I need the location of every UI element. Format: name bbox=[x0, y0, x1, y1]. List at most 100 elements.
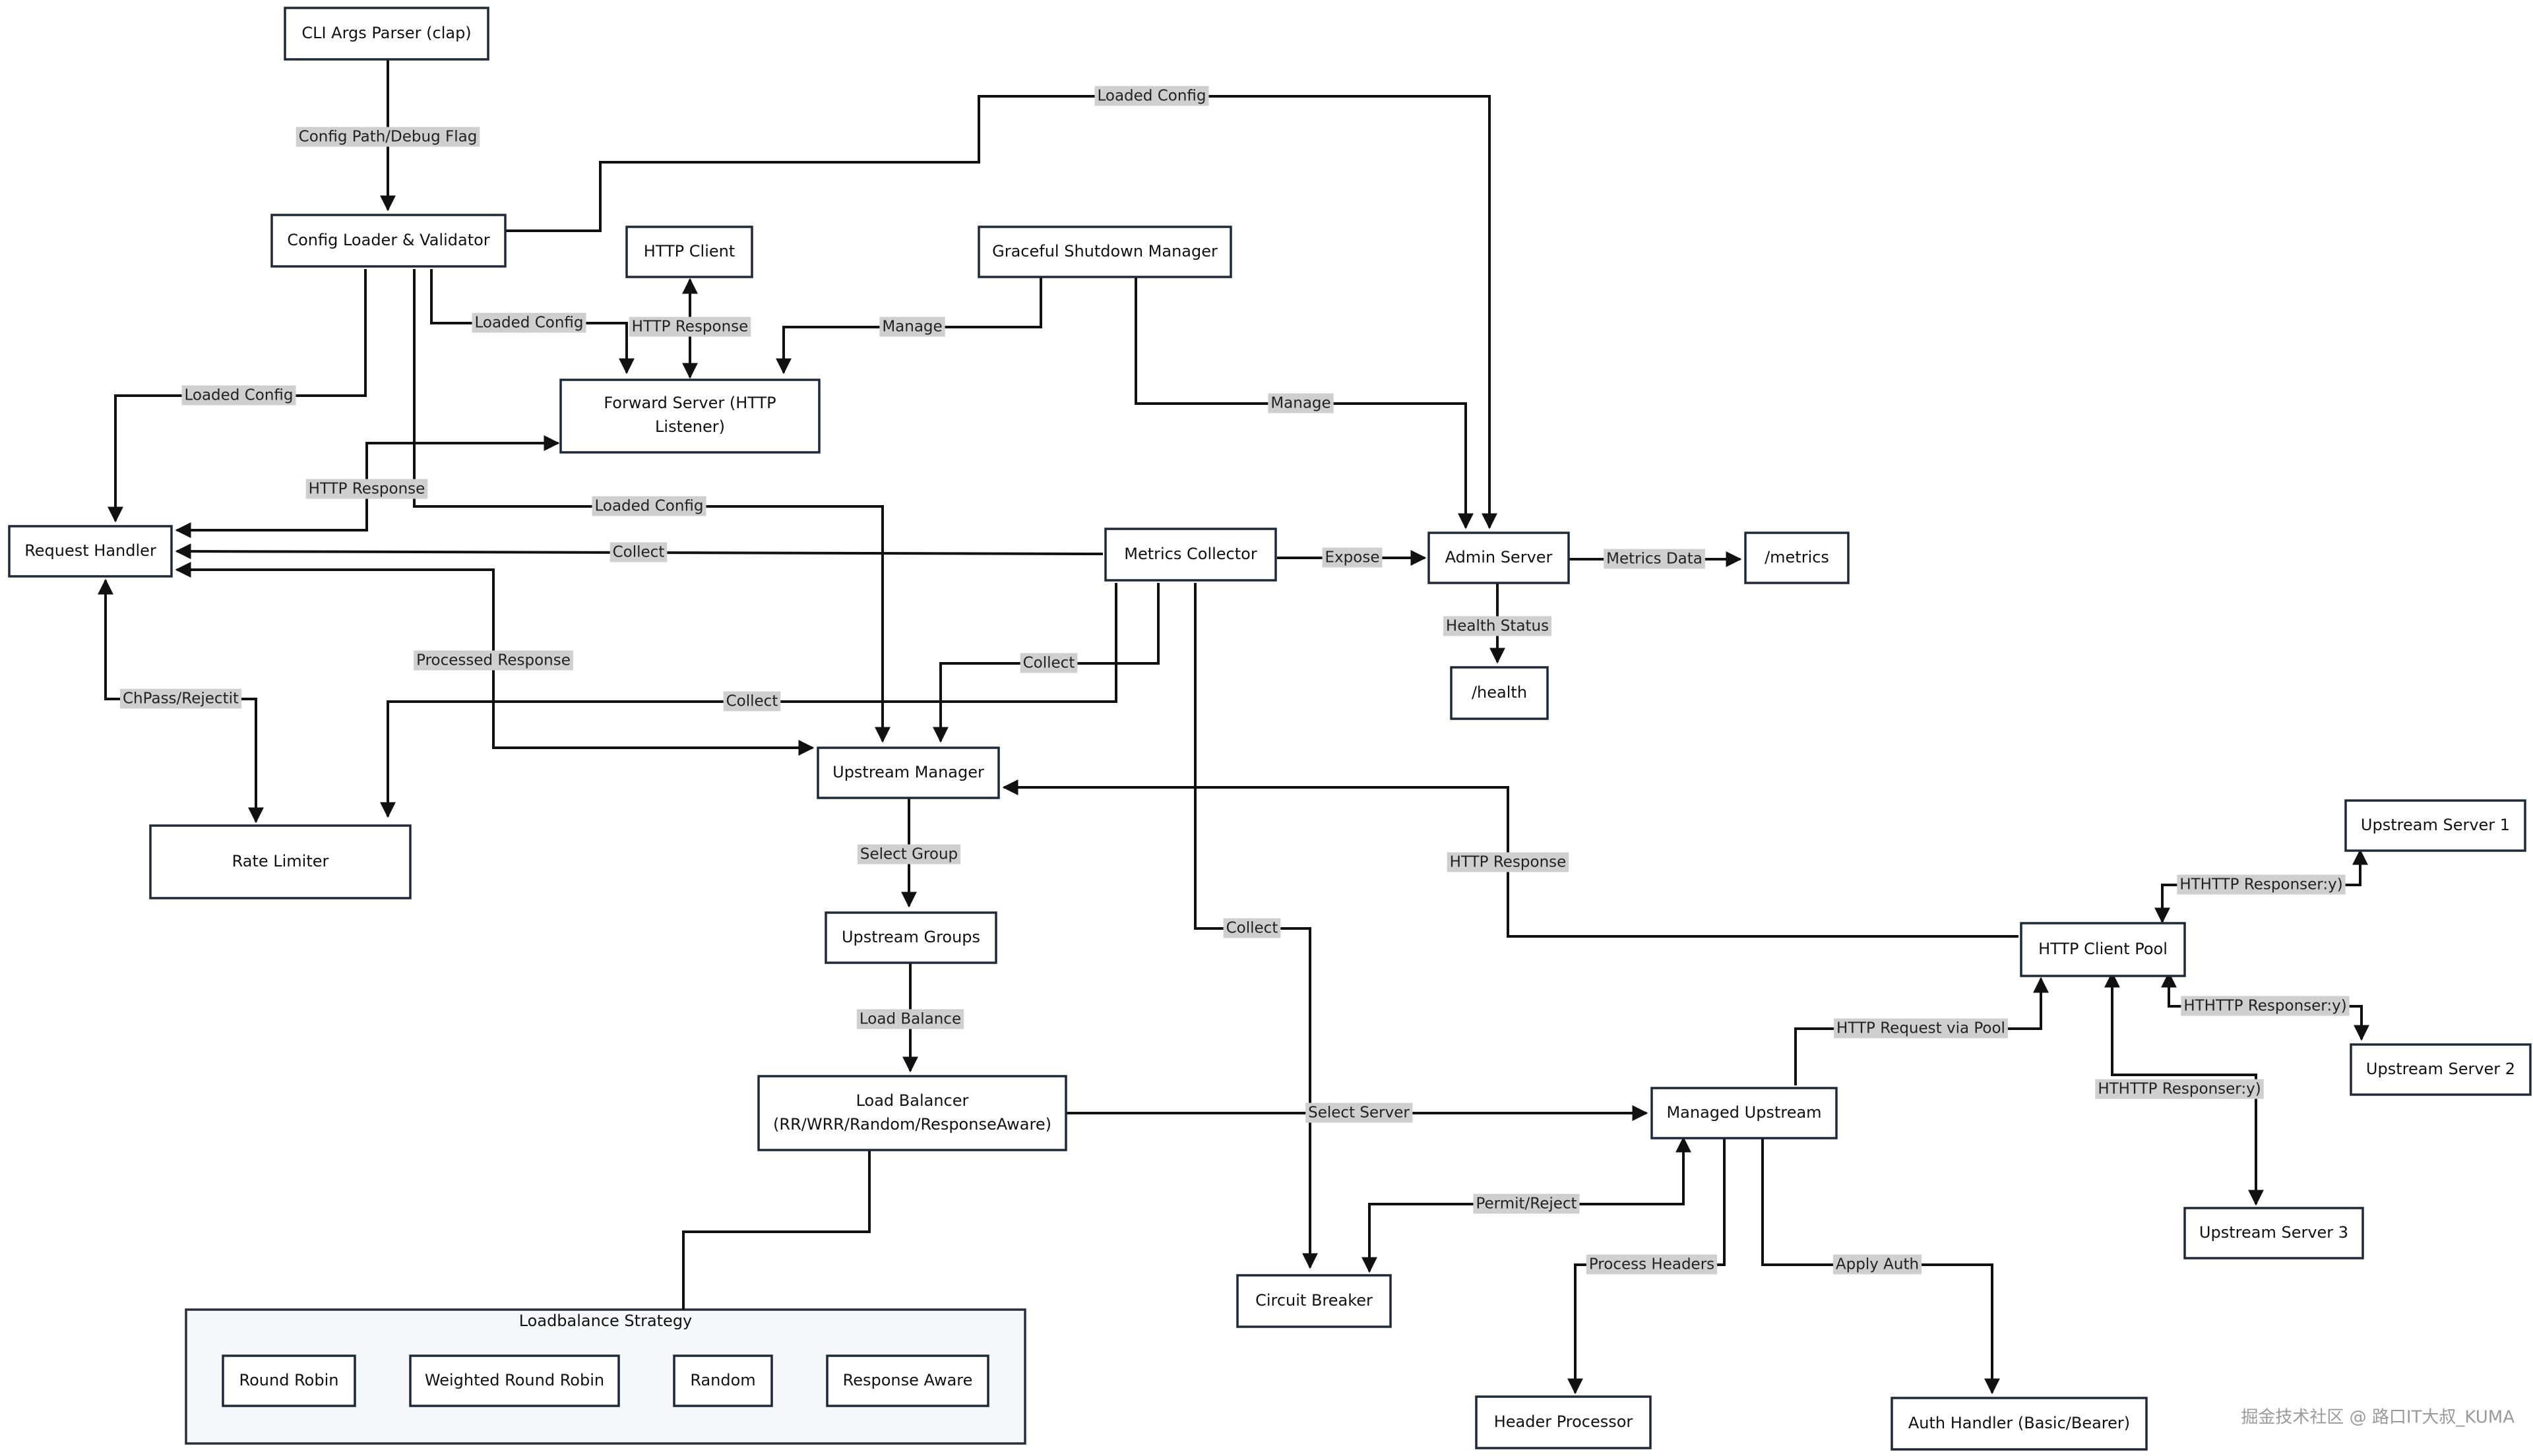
svg-text:Select Group: Select Group bbox=[860, 846, 958, 863]
edge-label-forward-request: HTTP Response bbox=[305, 479, 428, 499]
strategy-round-robin: Round Robin bbox=[222, 1354, 356, 1407]
node-admin-server: Admin Server bbox=[1427, 531, 1570, 584]
node-label: /metrics bbox=[1765, 548, 1829, 566]
svg-text:Expose: Expose bbox=[1325, 549, 1380, 566]
edge-label-shutdown-admin: Manage bbox=[1268, 393, 1334, 413]
svg-text:Collect: Collect bbox=[1226, 920, 1278, 937]
strategy-random: Random bbox=[673, 1354, 773, 1407]
node-upstream-manager: Upstream Manager bbox=[817, 746, 1000, 799]
svg-text:HTHTTP Responser:y): HTHTTP Responser:y) bbox=[2179, 876, 2342, 894]
node-label-line-2: (RR/WRR/Random/ResponseAware) bbox=[773, 1115, 1051, 1134]
cluster-title: Loadbalance Strategy bbox=[519, 1312, 693, 1330]
edge-label-admin-health: Health Status bbox=[1443, 616, 1552, 636]
svg-text:Process Headers: Process Headers bbox=[1589, 1256, 1714, 1273]
edge-label-pool-s2: HTHTTP Responser:y) bbox=[2181, 996, 2350, 1016]
node-http-client-pool: HTTP Client Pool bbox=[2020, 922, 2186, 977]
node-load-balancer: Load Balancer (RR/WRR/Random/ResponseAwa… bbox=[757, 1075, 1067, 1151]
node-forward-server: Forward Server (HTTP Listener) bbox=[559, 379, 821, 454]
node-request-handler: Request Handler bbox=[8, 525, 173, 578]
node-label: /health bbox=[1472, 683, 1527, 702]
svg-text:HTTP Response: HTTP Response bbox=[632, 318, 749, 336]
edge-label-upstream-groups: Select Group bbox=[857, 844, 961, 864]
node-label: Response Aware bbox=[843, 1371, 973, 1389]
node-managed-upstream: Managed Upstream bbox=[1650, 1087, 1838, 1139]
edge-pool-s3 bbox=[2104, 971, 2264, 1206]
node-label: Weighted Round Robin bbox=[425, 1371, 604, 1389]
edge-label-shutdown-forward: Manage bbox=[879, 317, 945, 337]
svg-text:Metrics Data: Metrics Data bbox=[1606, 551, 1703, 568]
svg-text:Health Status: Health Status bbox=[1446, 618, 1549, 635]
edge-label-admin-metrics: Metrics Data bbox=[1604, 549, 1705, 569]
node-label: Upstream Groups bbox=[842, 928, 980, 946]
edge-label-managed-pool: HTTP Request via Pool bbox=[1834, 1018, 2008, 1039]
node-metrics-collector: Metrics Collector bbox=[1104, 528, 1277, 582]
node-label: Metrics Collector bbox=[1124, 545, 1257, 563]
edge-label-request-rate: ChPass/Rejectit bbox=[120, 688, 241, 709]
edge-label-request-upstream: Processed Response bbox=[414, 650, 573, 671]
svg-text:Loaded Config: Loaded Config bbox=[1097, 88, 1206, 105]
node-label: Upstream Server 3 bbox=[2199, 1223, 2348, 1242]
node-label: Admin Server bbox=[1445, 548, 1553, 566]
edge-label-metrics-circuit: Collect bbox=[1223, 918, 1281, 938]
edge-label-config-upstream: Loaded Config bbox=[592, 496, 706, 516]
node-upstream-server-3: Upstream Server 3 bbox=[2183, 1207, 2364, 1259]
node-header-processor: Header Processor bbox=[1475, 1395, 1652, 1449]
edge-label-pool-upstream: HTTP Response bbox=[1447, 852, 1569, 872]
svg-text:Manage: Manage bbox=[882, 318, 942, 336]
svg-text:Collect: Collect bbox=[726, 693, 778, 710]
edge-label-managed-circuit: Permit/Reject bbox=[1473, 1194, 1580, 1214]
node-label: CLI Args Parser (clap) bbox=[301, 24, 471, 42]
node-config-loader: Config Loader & Validator bbox=[270, 214, 507, 268]
node-cli-args-parser: CLI Args Parser (clap) bbox=[284, 7, 489, 61]
node-label: Upstream Server 2 bbox=[2366, 1060, 2515, 1078]
node-label: Upstream Server 1 bbox=[2361, 816, 2510, 834]
svg-text:HTTP Response: HTTP Response bbox=[1450, 854, 1567, 871]
node-label-line-2: Listener) bbox=[655, 417, 725, 436]
svg-text:Apply Auth: Apply Auth bbox=[1836, 1256, 1919, 1273]
svg-text:Load Balance: Load Balance bbox=[860, 1011, 961, 1028]
node-metrics-endpoint: /metrics bbox=[1744, 531, 1850, 584]
node-http-client: HTTP Client bbox=[625, 226, 753, 278]
node-label: Circuit Breaker bbox=[1255, 1291, 1373, 1310]
node-label-line-1: Load Balancer bbox=[856, 1091, 969, 1110]
node-label: Random bbox=[690, 1371, 755, 1389]
edge-label-metrics-admin: Expose bbox=[1322, 547, 1383, 568]
node-label-line-1: Forward Server (HTTP bbox=[604, 394, 776, 412]
svg-text:Config Path/Debug Flag: Config Path/Debug Flag bbox=[299, 129, 478, 146]
node-upstream-server-1: Upstream Server 1 bbox=[2344, 799, 2526, 852]
edge-lb-cluster bbox=[682, 1150, 871, 1310]
svg-text:Loaded Config: Loaded Config bbox=[594, 498, 703, 515]
svg-text:HTHTTP Responser:y): HTHTTP Responser:y) bbox=[2183, 998, 2346, 1015]
node-label: Managed Upstream bbox=[1666, 1103, 1821, 1122]
node-label: Request Handler bbox=[24, 541, 156, 560]
edge-label-pool-s1: HTHTTP Responser:y) bbox=[2177, 874, 2346, 895]
node-circuit-breaker: Circuit Breaker bbox=[1236, 1274, 1392, 1328]
svg-text:Manage: Manage bbox=[1270, 395, 1330, 412]
watermark: 掘金技术社区 @ 路口IT大叔_KUMA bbox=[2241, 1408, 2515, 1428]
strategy-response-aware: Response Aware bbox=[826, 1354, 989, 1407]
edge-label-cli-config: Config Path/Debug Flag bbox=[296, 127, 480, 147]
strategy-weighted-round-robin: Weighted Round Robin bbox=[409, 1354, 620, 1407]
node-label: Round Robin bbox=[239, 1371, 339, 1389]
node-upstream-server-2: Upstream Server 2 bbox=[2350, 1043, 2532, 1096]
node-graceful-shutdown-manager: Graceful Shutdown Manager bbox=[978, 226, 1232, 278]
node-health-endpoint: /health bbox=[1450, 666, 1549, 720]
edge-label-metrics-rate: Collect bbox=[723, 691, 781, 712]
svg-text:HTTP Response: HTTP Response bbox=[309, 481, 425, 498]
node-label: Config Loader & Validator bbox=[287, 231, 489, 249]
edge-label-metrics-upstream: Collect bbox=[1020, 653, 1078, 673]
node-label: HTTP Client Pool bbox=[2038, 940, 2168, 958]
svg-text:Processed Response: Processed Response bbox=[416, 652, 571, 669]
svg-text:Select Server: Select Server bbox=[1308, 1105, 1410, 1122]
edge-label-config-admin: Loaded Config bbox=[1094, 86, 1209, 106]
node-label: Upstream Manager bbox=[832, 763, 984, 781]
edge-label-metrics-request: Collect bbox=[610, 542, 668, 562]
node-auth-handler: Auth Handler (Basic/Bearer) bbox=[1891, 1397, 2148, 1451]
edge-label-lb-managed: Select Server bbox=[1305, 1103, 1413, 1123]
node-rate-limiter: Rate Limiter bbox=[149, 824, 412, 899]
edge-label-groups-lb: Load Balance bbox=[856, 1009, 964, 1029]
svg-text:HTTP Request via Pool: HTTP Request via Pool bbox=[1836, 1020, 2005, 1037]
node-label: Header Processor bbox=[1494, 1412, 1633, 1431]
edge-label-managed-auth: Apply Auth bbox=[1832, 1254, 1922, 1275]
